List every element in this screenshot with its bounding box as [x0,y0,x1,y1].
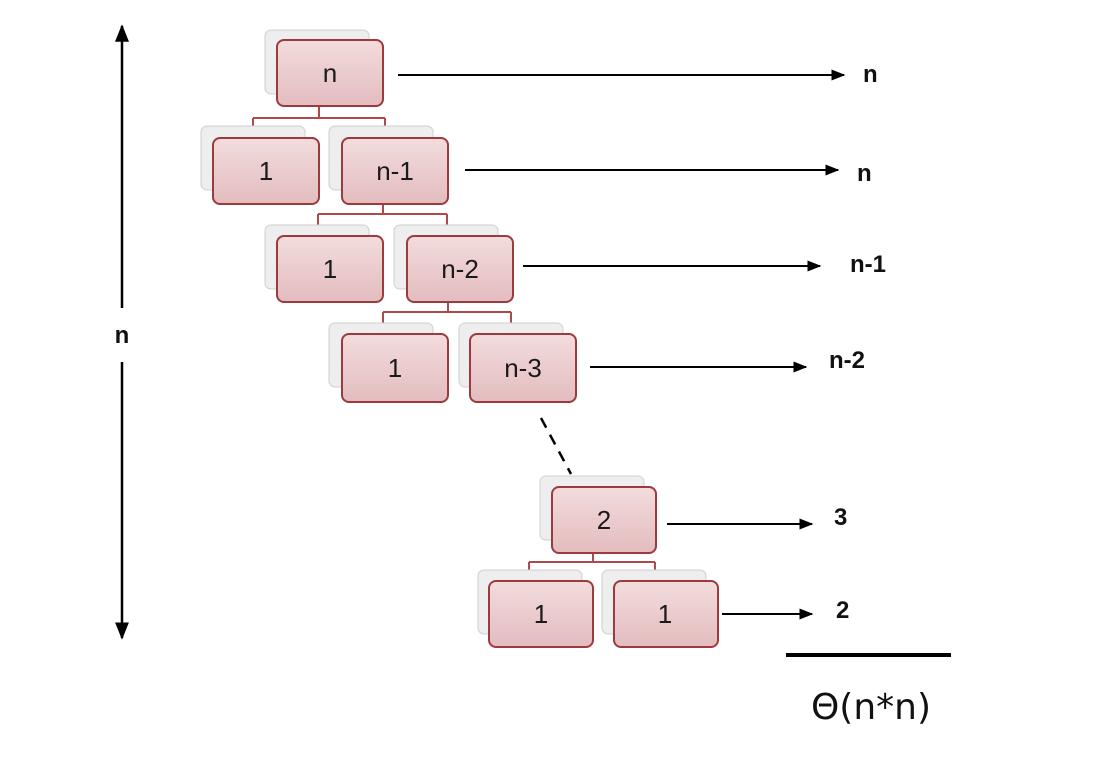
continuation-dashes [539,417,573,475]
node-label: n-1 [376,156,414,186]
tree-node-l5-right: 1 [601,569,719,648]
node-label: 1 [259,156,273,186]
tree-connectors [252,106,656,572]
cost-label: n [857,160,872,187]
connector-l1 [317,204,448,226]
tree-node-l2-left: 1 [264,224,384,303]
level-cost-arrows [398,69,846,620]
tree-node-l1-right: n-1 [328,125,449,205]
node-label: 2 [597,505,611,535]
level-cost-labels: n n n-1 n-2 3 2 [829,61,886,624]
cost-label: n-1 [850,251,886,278]
node-label: 1 [534,599,548,629]
node-label: n [323,58,337,88]
cost-label: n [863,61,878,88]
connector-root [252,106,386,128]
tree-node-l3-right: n-3 [458,322,577,403]
height-arrow: n [115,24,130,640]
node-label: n-2 [441,254,479,284]
tree-node-l4: 2 [539,475,657,554]
height-label: n [115,322,130,349]
cost-label: 3 [834,504,847,531]
total-complexity-label: Θ(n*n) [811,687,931,728]
node-label: 1 [323,254,337,284]
tree-node-l3-left: 1 [328,322,449,403]
node-label: 1 [388,353,402,383]
node-label: 1 [658,599,672,629]
node-label: n-3 [504,353,542,383]
tree-node-l5-left: 1 [477,569,594,648]
tree-node-l2-right: n-2 [393,224,514,303]
cost-label: 2 [836,597,849,624]
cost-label: n-2 [829,347,865,374]
connector-l4 [528,552,656,572]
connector-l2 [382,302,512,324]
tree-node-l1-left: 1 [200,125,320,205]
tree-node-root: n [264,29,384,107]
